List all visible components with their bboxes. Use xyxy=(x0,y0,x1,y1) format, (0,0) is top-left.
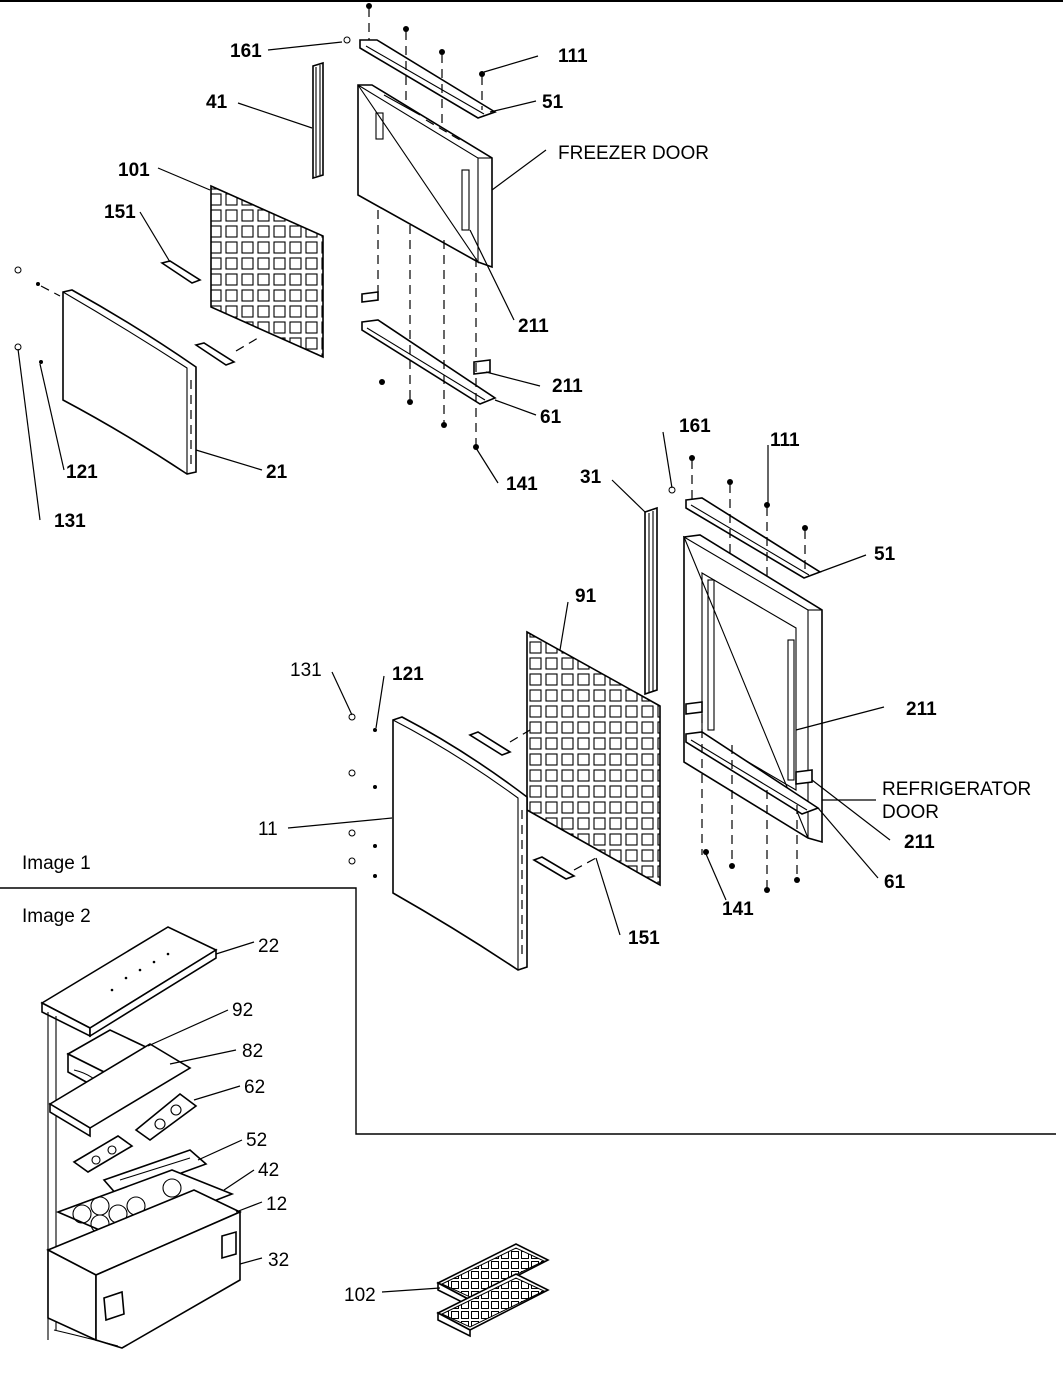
callout-refrigerator-121: 121 xyxy=(392,664,424,685)
callout-refrigerator-211a: 211 xyxy=(906,699,937,720)
callout-freezer-121: 121 xyxy=(66,462,98,483)
refrigerator-outer-door xyxy=(392,716,528,971)
refrigerator-door-assembly xyxy=(348,455,823,971)
freezer-outer-door xyxy=(62,289,197,475)
bin-leaders xyxy=(147,941,441,1293)
refrigerator-bottom-cap xyxy=(685,731,820,815)
callout-freezer-131: 131 xyxy=(54,511,86,532)
callout-refrigerator-211b: 211 xyxy=(904,832,935,853)
caption-image-1: Image 1 xyxy=(22,853,91,874)
freezer-leaders xyxy=(17,41,547,521)
refrigerator-inner-liner xyxy=(526,630,661,887)
callout-freezer-51: 51 xyxy=(542,92,564,113)
callout-refrigerator-31: 31 xyxy=(580,467,602,488)
callout-bin-52: 52 xyxy=(246,1130,267,1151)
callout-freezer-211b: 211 xyxy=(552,376,583,397)
freezer-door-assembly xyxy=(14,3,497,475)
callout-freezer-41: 41 xyxy=(206,92,228,113)
callout-refrigerator-61: 61 xyxy=(884,872,906,893)
egg-holder-upper xyxy=(134,1092,198,1141)
callout-refrigerator-141: 141 xyxy=(722,899,754,920)
callout-freezer-111: 111 xyxy=(558,46,588,67)
freezer-top-cap xyxy=(359,39,497,119)
section-divider xyxy=(0,887,1056,1135)
callout-refrigerator-131: 131 xyxy=(290,660,322,681)
callout-bin-82: 82 xyxy=(242,1041,263,1062)
callout-refrigerator-11: 11 xyxy=(258,819,278,840)
callout-ice-tray-102: 102 xyxy=(344,1285,376,1306)
freezer-inner-liner xyxy=(210,184,324,359)
callout-freezer-61: 61 xyxy=(540,407,562,428)
callout-bin-12: 12 xyxy=(266,1194,287,1215)
bin-top-cover xyxy=(40,926,218,1029)
callout-freezer-151: 151 xyxy=(104,202,136,223)
label-refrigerator-door-line2: DOOR xyxy=(882,802,939,823)
callout-refrigerator-111: 111 xyxy=(770,430,800,451)
callout-freezer-161: 161 xyxy=(230,41,262,62)
callout-refrigerator-161: 161 xyxy=(679,416,711,437)
refrigerator-door-panel xyxy=(683,534,823,844)
callout-freezer-141: 141 xyxy=(506,474,538,495)
callout-freezer-101: 101 xyxy=(118,160,150,181)
freezer-gasket xyxy=(312,61,324,180)
refrigerator-gasket xyxy=(644,506,658,696)
callout-bin-42: 42 xyxy=(258,1160,279,1181)
callout-refrigerator-51: 51 xyxy=(874,544,896,565)
caption-image-2: Image 2 xyxy=(22,906,91,927)
door-bin-assembly xyxy=(40,926,242,1349)
callout-bin-92: 92 xyxy=(232,1000,253,1021)
refrigerator-leaders xyxy=(287,431,891,936)
ice-tray xyxy=(436,1243,550,1338)
label-refrigerator-door-line1: REFRIGERATOR xyxy=(882,779,1031,800)
freezer-door-panel xyxy=(357,84,493,269)
callout-refrigerator-91: 91 xyxy=(575,586,597,607)
freezer-bottom-cap xyxy=(361,319,497,405)
label-freezer-door: FREEZER DOOR xyxy=(558,143,709,164)
refrigerator-top-cap xyxy=(685,497,822,579)
callout-bin-22: 22 xyxy=(258,936,279,957)
callout-freezer-21: 21 xyxy=(266,462,288,483)
callout-freezer-211a: 211 xyxy=(518,316,549,337)
callout-bin-32: 32 xyxy=(268,1250,289,1271)
callout-refrigerator-151: 151 xyxy=(628,928,660,949)
callout-bin-62: 62 xyxy=(244,1077,265,1098)
freezer-top-screws xyxy=(343,3,485,77)
